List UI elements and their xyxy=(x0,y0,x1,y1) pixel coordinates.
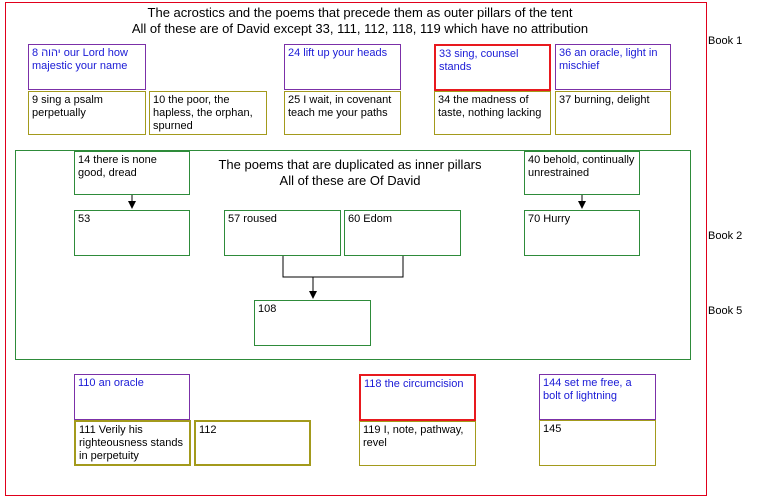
connector-57-60 xyxy=(282,256,404,278)
box-psalm-8: 8 יהוה our Lord how majestic your name xyxy=(28,44,146,90)
box-psalm-119: 119 I, note, pathway, revel xyxy=(359,421,476,466)
box-psalm-33: 33 sing, counsel stands xyxy=(434,44,551,91)
box-psalm-57: 57 roused xyxy=(224,210,341,256)
box-psalm-10: 10 the poor, the hapless, the orphan, sp… xyxy=(149,91,267,135)
box-psalm-110: 110 an oracle xyxy=(74,374,190,420)
inner-title-line-1: The poems that are duplicated as inner p… xyxy=(218,157,482,172)
box-psalm-112: 112 xyxy=(194,420,311,466)
box-psalm-70: 70 Hurry xyxy=(524,210,640,256)
outer-frame xyxy=(5,2,707,496)
box-psalm-34: 34 the madness of taste, nothing lacking xyxy=(434,91,551,135)
box-psalm-145: 145 xyxy=(539,420,656,466)
label-book-5: Book 5 xyxy=(708,305,743,317)
box-psalm-108: 108 xyxy=(254,300,371,346)
title-line-1: The acrostics and the poems that precede… xyxy=(147,5,573,20)
box-psalm-53: 53 xyxy=(74,210,190,256)
title-line-2: All of these are of David except 33, 111… xyxy=(131,21,589,36)
inner-title-line-2: All of these are Of David xyxy=(279,173,421,188)
box-psalm-24: 24 lift up your heads xyxy=(284,44,401,90)
box-psalm-37: 37 burning, delight xyxy=(555,91,671,135)
box-psalm-14: 14 there is none good, dread xyxy=(74,151,190,195)
box-psalm-118: 118 the circumcision xyxy=(359,374,476,421)
box-psalm-36: 36 an oracle, light in mischief xyxy=(555,44,671,90)
box-psalm-9: 9 sing a psalm perpetually xyxy=(28,91,146,135)
box-psalm-144: 144 set me free, a bolt of lightning xyxy=(539,374,656,420)
label-book-2: Book 2 xyxy=(708,230,743,242)
box-psalm-40: 40 behold, continually unrestrained xyxy=(524,151,640,195)
box-psalm-111: 111 Verily his righteousness stands in p… xyxy=(74,420,191,466)
box-psalm-60: 60 Edom xyxy=(344,210,461,256)
inner-pillars-frame xyxy=(15,150,691,360)
label-book-1: Book 1 xyxy=(708,35,743,47)
box-psalm-25: 25 I wait, in covenant teach me your pat… xyxy=(284,91,401,135)
